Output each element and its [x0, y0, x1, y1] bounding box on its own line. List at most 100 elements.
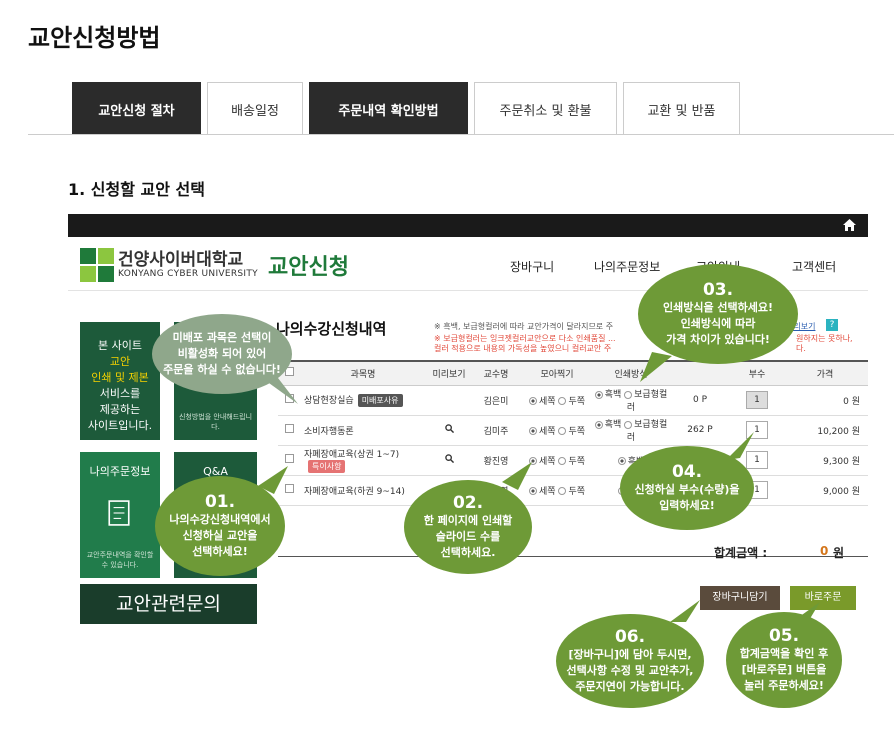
sidebar-inquiry[interactable]: 교안관련문의 [80, 584, 257, 624]
radio-label: 흑백 [604, 420, 622, 430]
table-row[interactable]: 자폐장애교육(하권 9~14) 황진영 세쪽 두쪽 흑백 1 9,000 원 [278, 475, 868, 506]
callout-line: 슬라이드 수를 [435, 530, 501, 543]
course-cell: 자폐장애교육(하권 9~14) [300, 475, 426, 506]
radio-three-per-page[interactable] [529, 457, 537, 465]
radio-two-per-page[interactable] [558, 487, 567, 495]
table-row[interactable]: 자폐장애교육(상권 1~7)특이사항 황진영 세쪽 두쪽 흑백 1 9,300 … [278, 445, 868, 476]
quantity-input[interactable]: 1 [746, 421, 768, 439]
radio-three-per-page[interactable] [529, 427, 537, 435]
course-name: 소비자행동론 [304, 426, 354, 437]
quantity-input[interactable]: 1 [746, 451, 768, 469]
tab-exchange-return[interactable]: 교환 및 반품 [623, 82, 740, 135]
radio-two-per-page[interactable] [558, 427, 567, 435]
notice-text: ※ 흑백, 보급형컬러에 따라 교안가격이 달라지므로 주 [434, 321, 613, 332]
tab-divider [28, 134, 894, 135]
layout-cell: 세쪽 두쪽 [520, 475, 594, 506]
row-select[interactable] [278, 445, 300, 476]
row-checkbox[interactable] [284, 454, 294, 463]
section-heading: 1. 신청할 교안 선택 [68, 180, 205, 199]
callout-02: 02. 한 페이지에 인쇄할 슬라이드 수를 선택하세요. [404, 480, 532, 574]
callout-line: 비활성화 되어 있어 [177, 347, 267, 360]
callout-line: 선택하세요. [440, 546, 496, 559]
notice-red-tail-2: 다. [796, 344, 806, 353]
preview-cell [426, 415, 472, 446]
column-header: 과목명 [300, 360, 426, 386]
sidebar-line: 본 사이트 [98, 339, 142, 352]
nav-my-orders[interactable]: 나의주문정보 [594, 260, 661, 274]
layout-cell: 세쪽 두쪽 [520, 415, 594, 446]
nav-support[interactable]: 고객센터 [792, 260, 837, 274]
radio-mono[interactable] [594, 390, 603, 399]
column-header: 가격 [782, 360, 868, 386]
callout-line: 신청하실 부수(수량)을 [634, 483, 740, 496]
sidebar-my-orders[interactable]: 나의주문정보 교안주문내역을 확인할 수 있습니다. [80, 452, 160, 578]
row-select[interactable] [278, 475, 300, 506]
sidebar-qna-label: Q&A [203, 465, 228, 478]
sidebar-guide-caption: 신청방법을 안내해드립니다. [178, 413, 253, 431]
total-divider [278, 556, 868, 557]
radio-label: 흑백 [604, 390, 622, 400]
callout-06: 06. [장바구니]에 담아 두시면, 선택사항 수정 및 교안추가, 주문지연… [556, 614, 704, 708]
quantity-input[interactable]: 1 [746, 391, 768, 409]
page-title: 교안신청방법 [28, 24, 161, 52]
radio-mono[interactable] [617, 457, 626, 465]
qty-cell: 1 [732, 415, 782, 446]
preview-link[interactable]: 미리보기 [786, 322, 816, 331]
column-header [668, 360, 732, 386]
radio-label: 세쪽 [539, 486, 556, 497]
radio-label: 두쪽 [568, 486, 585, 497]
radio-color[interactable] [624, 390, 633, 399]
sidebar-line: 서비스를 [99, 387, 141, 400]
select-all-checkbox[interactable] [284, 367, 294, 377]
row-checkbox[interactable] [284, 424, 294, 433]
university-logo [80, 248, 114, 282]
callout-line: 주문을 하실 수 없습니다! [163, 363, 281, 376]
total-label: 합계금액 : [714, 546, 768, 560]
radio-two-per-page[interactable] [558, 397, 567, 405]
radio-two-per-page[interactable] [558, 457, 567, 465]
radio-color[interactable] [624, 420, 633, 429]
callout-line: 선택사항 수정 및 교안추가, [566, 664, 694, 677]
pages-cell: 0 P [668, 385, 732, 416]
search-icon[interactable] [444, 424, 454, 434]
brand[interactable]: 건양사이버대학교 KONYANG CYBER UNIVERSITY 교안신청 [80, 248, 349, 282]
course-tag: 미배포사유 [357, 394, 403, 407]
tab-order-check[interactable]: 주문내역 확인방법 [309, 82, 468, 135]
callout-01: 01. 나의수강신청내역에서 신청하실 교안을 선택하세요! [155, 476, 285, 576]
callout-line: 입력하세요! [659, 499, 715, 512]
tab-shipping-schedule[interactable]: 배송일정 [207, 82, 303, 135]
radio-label: 세쪽 [539, 456, 556, 467]
radio-three-per-page[interactable] [529, 397, 537, 405]
home-icon[interactable] [843, 219, 856, 231]
callout-number: 06. [614, 627, 646, 647]
tab-cancel-refund[interactable]: 주문취소 및 환불 [474, 82, 617, 135]
row-select[interactable] [278, 415, 300, 446]
print-cell: 흑백 보급형컬러 [594, 385, 668, 416]
callout-line: [장바구니]에 담아 두시면, [568, 648, 692, 661]
column-header: 부수 [732, 360, 782, 386]
column-header: 교수명 [472, 360, 520, 386]
callout-pointer [792, 602, 820, 622]
row-checkbox[interactable] [284, 484, 294, 493]
sidebar-line: 교안 [109, 355, 131, 368]
layout-cell: 세쪽 두쪽 [520, 385, 594, 416]
tab-order-procedure[interactable]: 교안신청 절차 [72, 82, 201, 135]
add-to-cart-button[interactable]: 장바구니담기 [700, 586, 780, 610]
brand-name-english: KONYANG CYBER UNIVERSITY [118, 269, 258, 279]
callout-04: 04. 신청하실 부수(수량)을 입력하세요! [620, 446, 754, 530]
radio-mono[interactable] [594, 420, 603, 429]
qty-cell: 1 [732, 385, 782, 416]
document-icon [108, 500, 130, 526]
order-now-button[interactable]: 바로주문 [790, 586, 856, 610]
sidebar-info-box: 본 사이트 교안 인쇄 및 제본 서비스를 제공하는 사이트입니다. [80, 322, 160, 440]
table-row[interactable]: 소비자행동론 김미주 세쪽 두쪽 흑백 보급형컬러 262 P 1 10,200… [278, 415, 868, 446]
radio-three-per-page[interactable] [529, 487, 537, 495]
help-icon[interactable]: ? [826, 319, 838, 331]
callout-pointer [726, 432, 754, 460]
notice-line: ※ 흑백, 보급형컬러에 따라 교안가격이 달라지므로 주 [434, 322, 614, 331]
search-icon[interactable] [444, 454, 454, 464]
price-cell: 10,200 원 [782, 415, 868, 446]
callout-line: 선택하세요! [192, 545, 248, 558]
nav-cart[interactable]: 장바구니 [510, 260, 555, 274]
